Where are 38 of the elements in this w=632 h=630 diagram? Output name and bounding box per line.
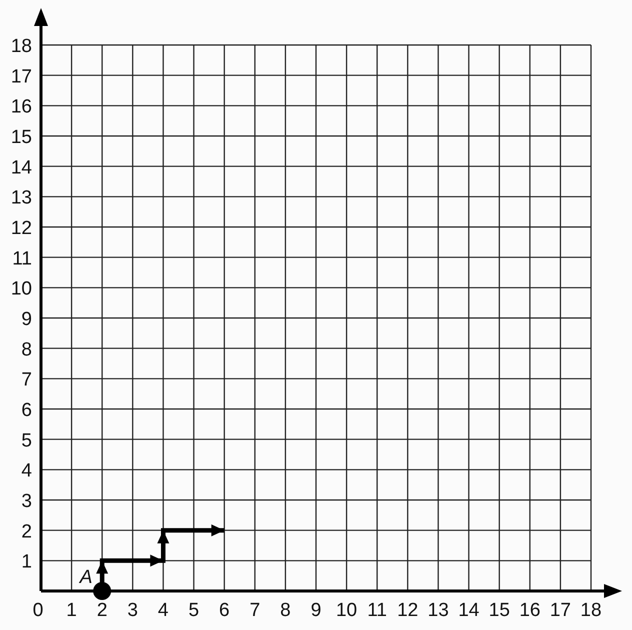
tick-label: 10: [336, 600, 358, 621]
tick-label: 2: [21, 521, 32, 542]
tick-label: 15: [488, 600, 510, 621]
tick-label: 16: [519, 600, 540, 621]
tick-label: 2: [96, 600, 108, 621]
tick-label: 11: [367, 600, 387, 621]
tick-label: 1: [21, 552, 32, 573]
tick-label: 14: [10, 157, 32, 178]
tick-label: 17: [10, 66, 32, 88]
tick-label: 16: [10, 96, 32, 118]
tick-label: 4: [21, 460, 32, 482]
tick-label: 6: [219, 600, 230, 621]
tick-label: 3: [127, 600, 138, 621]
tick-label: 5: [21, 430, 32, 452]
tick-label: 18: [10, 36, 32, 57]
point-label: A: [80, 567, 92, 588]
tick-label: 13: [428, 600, 449, 621]
tick-label: 15: [10, 127, 32, 148]
tick-label: 8: [21, 339, 32, 360]
tick-label: 13: [10, 188, 32, 209]
tick-label: 5: [188, 600, 200, 621]
tick-label: 12: [397, 600, 418, 621]
tick-label: 6: [21, 400, 32, 421]
tick-label: 17: [550, 600, 572, 621]
tick-label: 8: [280, 600, 291, 621]
tick-label: 14: [458, 600, 480, 621]
tick-label: 4: [158, 600, 168, 621]
tick-label: 9: [310, 600, 322, 621]
tick-label: 9: [21, 309, 32, 330]
tick-label: 0: [32, 600, 44, 621]
tick-label: 7: [250, 600, 260, 621]
tick-label: 11: [12, 248, 32, 270]
tick-label: 12: [10, 218, 32, 239]
tick-label: 1: [66, 600, 77, 621]
tick-label: 7: [21, 370, 32, 391]
tick-label: 10: [10, 278, 32, 300]
tick-label: 18: [580, 600, 602, 621]
tick-label: 3: [21, 491, 32, 512]
